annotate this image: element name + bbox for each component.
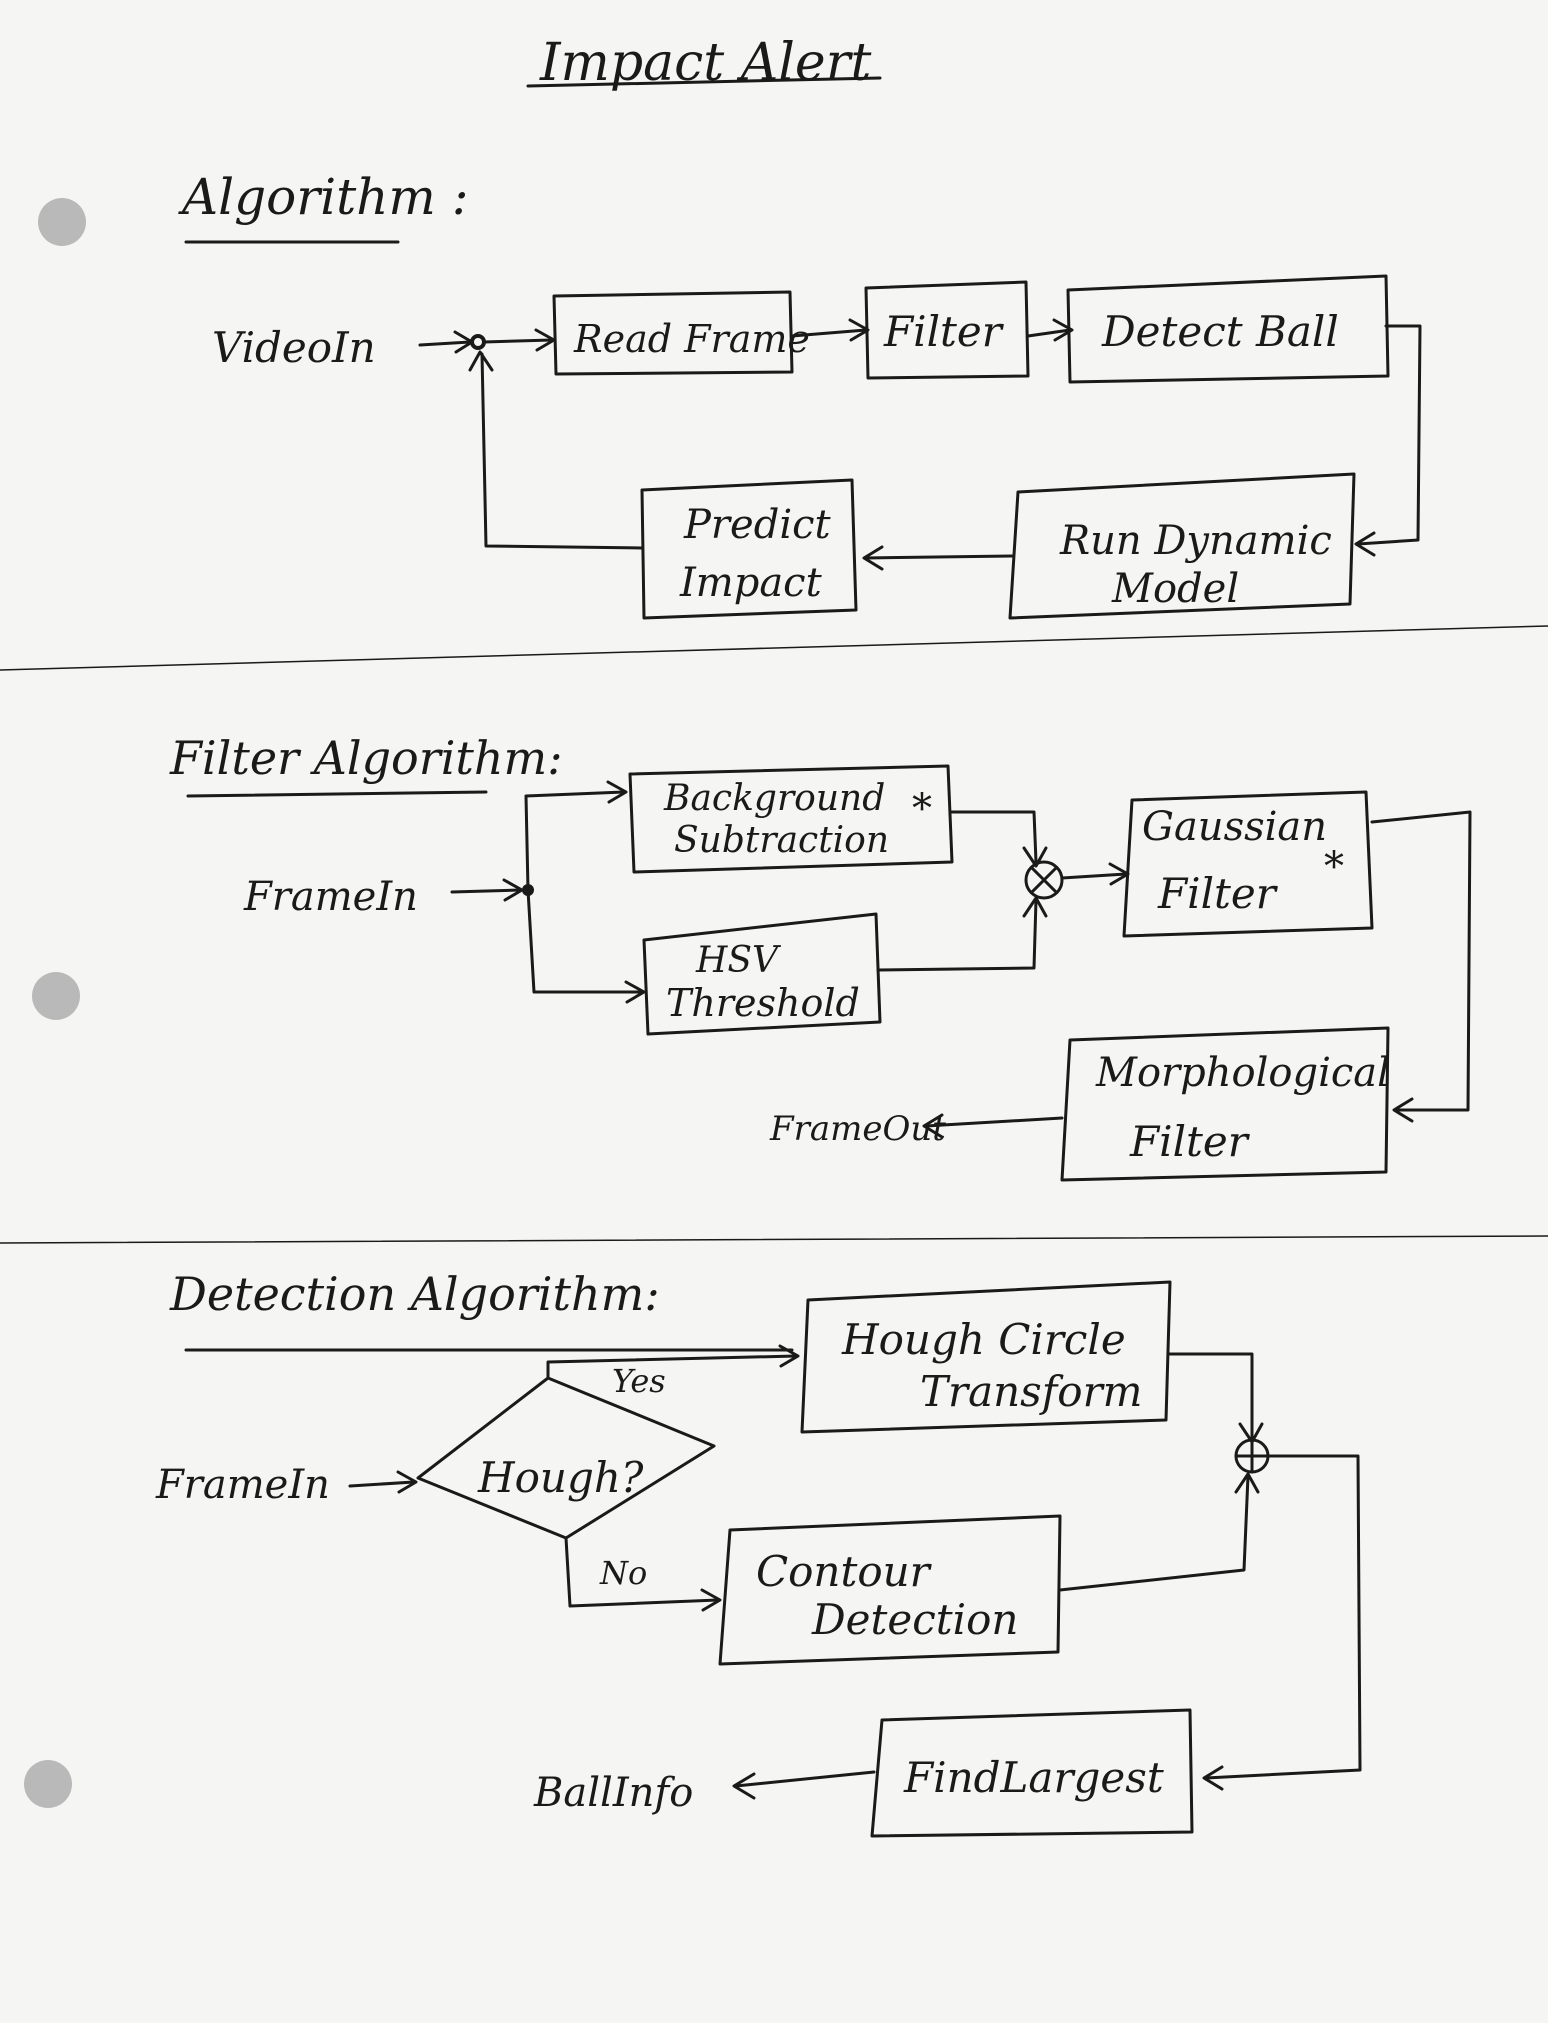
combiner-multiply	[1024, 860, 1064, 900]
binder-hole-top	[38, 198, 86, 246]
block-find-largest	[870, 1708, 1194, 1838]
branch-label-yes: Yes	[612, 1362, 666, 1400]
block-hsv-threshold	[642, 912, 882, 1036]
arrow-read-frame-to-filter	[790, 328, 868, 338]
arrow-hsv-to-combiner	[876, 898, 1038, 972]
arrowhead-morphological	[1392, 1097, 1414, 1123]
block-label-hough-line2: Transform	[920, 1367, 1142, 1416]
summing-junction-plus	[1234, 1438, 1270, 1474]
block-label-read-frame: Read Frame	[573, 317, 810, 361]
arrow-yes-to-hough-circle	[546, 1354, 798, 1380]
section-heading-detection-algorithm: Detection Algorithm:	[169, 1267, 660, 1321]
block-detect-ball	[1066, 274, 1390, 384]
block-label-filter: Filter	[883, 307, 1005, 356]
asterisk-background-subtraction: *	[912, 786, 932, 832]
block-label-background-line1: Background	[663, 778, 885, 819]
block-label-contour-line2: Detection	[811, 1595, 1018, 1644]
block-background-subtraction	[628, 764, 954, 874]
block-label-predict-impact-line1: Predict	[683, 502, 832, 548]
arrowhead-detect-ball	[1052, 318, 1074, 342]
block-morphological-filter	[1060, 1026, 1390, 1182]
arrow-detect-ball-to-run-dynamic	[1356, 324, 1422, 546]
block-label-predict-impact-line2: Impact	[679, 560, 823, 606]
input-label-framein-detection: FrameIn	[155, 1462, 330, 1508]
block-label-run-dynamic-line1: Run Dynamic	[1059, 518, 1332, 564]
arrow-predict-impact-feedback	[480, 352, 644, 550]
output-label-frameout: FrameOut	[769, 1109, 946, 1149]
arrow-hough-to-junction	[1166, 1352, 1254, 1440]
arrowhead-hough-circle	[778, 1344, 800, 1368]
block-hough-circle-transform	[800, 1280, 1172, 1434]
arrowhead-frameout	[922, 1113, 944, 1139]
block-predict-impact	[640, 478, 858, 620]
block-label-morphological-line2: Filter	[1129, 1117, 1251, 1166]
arrowhead-find-largest	[1202, 1765, 1224, 1791]
arrow-junction-to-read-frame	[482, 338, 554, 344]
arrow-combiner-to-gaussian	[1060, 872, 1128, 880]
arrowhead-run-dynamic	[1354, 531, 1376, 557]
arrow-filter-to-detect-ball	[1026, 328, 1072, 338]
block-read-frame	[552, 290, 794, 376]
heading-underline-filter-algorithm	[186, 790, 488, 798]
section-divider-2	[0, 1235, 1548, 1244]
block-label-gaussian-line1: Gaussian	[1142, 804, 1327, 850]
arrow-run-dynamic-to-predict-impact	[864, 554, 1014, 560]
asterisk-gaussian-filter: *	[1324, 844, 1344, 890]
combiner-multiply-cross	[1030, 866, 1058, 894]
arrow-split-to-background-subtraction	[524, 790, 626, 892]
branch-label-no: No	[599, 1554, 647, 1592]
block-run-dynamic-model	[1008, 472, 1356, 620]
arrow-gaussian-to-morphological	[1370, 810, 1472, 1112]
arrowhead-combiner-top	[1022, 846, 1048, 868]
title-underline	[526, 76, 882, 88]
arrow-morphological-to-frameout	[924, 1116, 1064, 1128]
section-divider-1	[0, 625, 1548, 671]
arrowhead-background-subtraction	[606, 780, 628, 804]
block-label-gaussian-line2: Filter	[1157, 869, 1279, 918]
arrowhead-junction-bottom	[1234, 1472, 1260, 1494]
arrow-split-to-hsv-threshold	[526, 888, 644, 994]
block-label-hsv-line2: Threshold	[666, 981, 860, 1025]
block-contour-detection	[718, 1514, 1062, 1666]
arrow-find-largest-to-ballinfo	[734, 1770, 876, 1788]
arrow-framein-to-split	[450, 888, 522, 894]
arrowhead-hsv-threshold	[624, 980, 646, 1004]
arrowhead-decision	[396, 1470, 418, 1494]
block-label-morphological-line1: Morphological	[1095, 1050, 1390, 1096]
block-label-hough-line1: Hough Circle	[841, 1315, 1126, 1364]
arrow-background-to-combiner	[948, 810, 1038, 864]
block-gaussian-filter	[1122, 790, 1374, 938]
binder-hole-middle	[32, 972, 80, 1020]
arrowhead-ballinfo	[732, 1772, 756, 1800]
block-label-find-largest: FindLargest	[903, 1753, 1164, 1802]
block-label-run-dynamic-line2: Model	[1111, 566, 1239, 612]
input-label-videoin: VideoIn	[212, 323, 376, 372]
arrowhead-contour	[700, 1588, 722, 1612]
section-heading-algorithm: Algorithm :	[178, 168, 469, 226]
block-label-background-line2: Subtraction	[674, 820, 889, 861]
arrowhead-feedback	[468, 350, 494, 372]
arrow-framein-to-decision	[348, 1480, 416, 1488]
block-label-contour-line1: Contour	[756, 1547, 933, 1596]
block-label-hsv-line1: HSV	[695, 940, 782, 981]
summing-junction-main	[470, 334, 486, 350]
block-filter	[864, 280, 1030, 380]
block-label-detect-ball: Detect Ball	[1101, 307, 1339, 356]
decision-label-hough: Hough?	[477, 1453, 644, 1502]
arrow-junction-to-find-largest	[1204, 1454, 1362, 1780]
binder-hole-bottom	[24, 1760, 72, 1808]
arrow-no-to-contour	[564, 1536, 720, 1608]
arrow-contour-to-junction	[1058, 1474, 1250, 1592]
arrowhead-predict-impact	[862, 545, 884, 571]
input-label-framein-filter: FrameIn	[243, 874, 418, 920]
arrowhead-combiner-bottom	[1022, 896, 1048, 918]
output-label-ballinfo: BallInfo	[533, 1770, 693, 1816]
arrow-videoin-to-junction	[418, 340, 472, 347]
section-heading-filter-algorithm: Filter Algorithm:	[169, 731, 563, 785]
